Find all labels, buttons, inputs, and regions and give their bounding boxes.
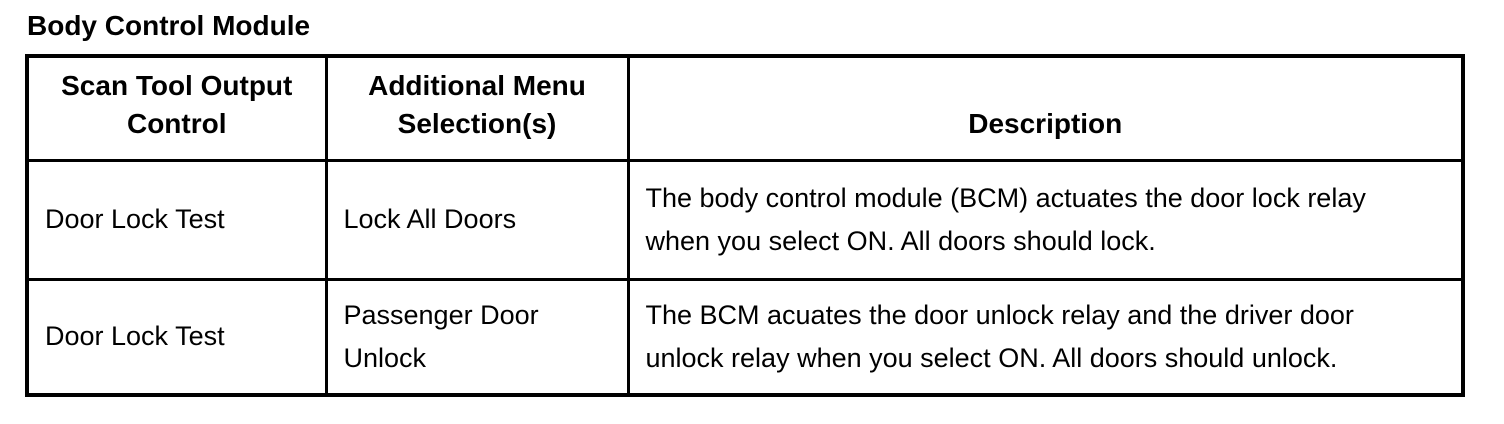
table-row: Door Lock Test Lock All Doors The body c… [25,158,1465,281]
cell-description: The BCM acuates the door unlock relay an… [626,277,1465,397]
cell-description: The body control module (BCM) actuates t… [626,158,1465,281]
header-scan-tool-output-control: Scan Tool Output Control [25,54,328,162]
page-title: Body Control Module [27,10,311,41]
header-description: Description [626,54,1465,162]
cell-output-control: Door Lock Test [25,158,328,281]
cell-menu-selection: Lock All Doors [324,158,630,281]
header-additional-menu-selections: Additional Menu Selection(s) [324,54,630,162]
bcm-output-control-table: Scan Tool Output Control Additional Menu… [25,54,1465,397]
table-header-row: Scan Tool Output Control Additional Menu… [25,54,1465,162]
table-row: Door Lock Test Passenger Door Unlock The… [25,277,1465,397]
cell-output-control: Door Lock Test [25,277,328,397]
cell-menu-selection: Passenger Door Unlock [324,277,630,397]
